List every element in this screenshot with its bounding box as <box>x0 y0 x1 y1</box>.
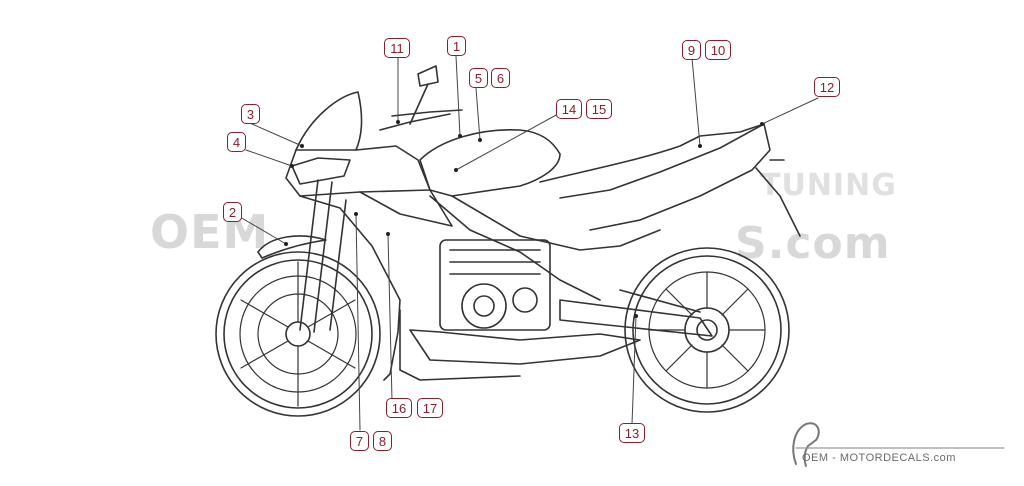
windscreen <box>295 91 363 151</box>
callout-1: 1 <box>447 36 466 56</box>
engine <box>439 239 551 331</box>
callout-11: 11 <box>384 38 410 58</box>
watermark-left: OEM <box>150 205 270 259</box>
callout-10: 10 <box>705 40 731 60</box>
callout-17: 17 <box>417 398 443 418</box>
callout-8: 8 <box>373 431 392 451</box>
front-fender <box>257 235 327 259</box>
callout-12: 12 <box>814 77 840 97</box>
headlight <box>291 157 351 185</box>
callout-16: 16 <box>386 398 412 418</box>
frame <box>429 195 661 301</box>
callout-5: 5 <box>469 68 488 88</box>
swingarm <box>559 289 713 337</box>
handlebar <box>379 109 463 131</box>
tail-light-bracket <box>755 159 801 237</box>
watermark-right: S.com <box>735 218 891 269</box>
front-wheel <box>215 251 381 417</box>
belly-pan <box>409 329 641 365</box>
seat <box>539 123 765 183</box>
watermark-tag: TUNING <box>760 168 897 203</box>
leader-lines <box>239 55 819 431</box>
callout-2: 2 <box>223 202 242 222</box>
callout-6: 6 <box>491 68 510 88</box>
front-fairing <box>285 145 431 197</box>
fairing-panel <box>359 189 453 227</box>
side-fairing <box>299 195 401 381</box>
callout-15: 15 <box>586 99 612 119</box>
tail-section <box>559 123 771 231</box>
footer-brand-text: OEM - MOTORDECALS.com <box>802 452 956 464</box>
exhaust <box>399 309 521 381</box>
callout-9: 9 <box>682 40 701 60</box>
front-fork <box>299 179 347 333</box>
callout-7: 7 <box>350 431 369 451</box>
callout-4: 4 <box>227 132 246 152</box>
callout-13: 13 <box>619 423 645 443</box>
leader-dots <box>284 120 764 318</box>
callout-3: 3 <box>241 104 260 124</box>
mirror <box>409 65 439 125</box>
brand-logo-icon <box>792 422 1005 467</box>
fuel-tank <box>419 128 561 197</box>
callout-14: 14 <box>556 99 582 119</box>
